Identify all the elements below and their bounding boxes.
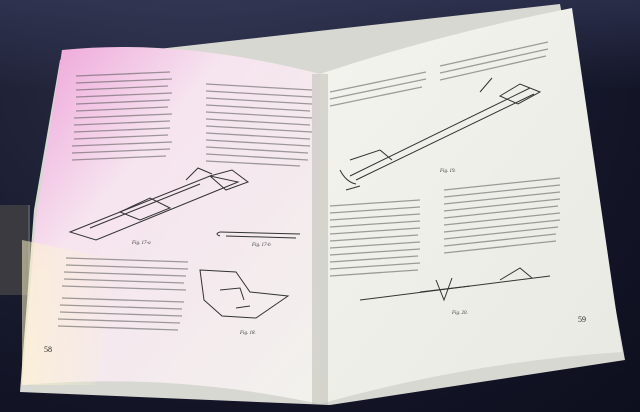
figure-20-caption: Fig. 20. [451, 311, 468, 316]
left-page-text-lower [57, 257, 189, 331]
figure-19-glider-flight-drawing [339, 77, 542, 191]
figure-17b-strip-drawing [216, 231, 301, 239]
right-page [320, 8, 622, 404]
figure-17a-glider-drawing [68, 167, 250, 241]
gutter-shadow [312, 74, 328, 404]
figure-17a-caption: Fig. 17-a [131, 241, 151, 246]
right-page-number: 59 [578, 315, 586, 324]
right-page-text-column-1 [329, 71, 427, 107]
figure-18-folded-wing-drawing [199, 269, 290, 319]
figure-18-caption: Fig. 18. [239, 331, 256, 336]
figure-20-profile-drawing [359, 267, 551, 302]
right-page-text-column-4 [443, 177, 561, 254]
left-page-text-column-2 [205, 83, 313, 167]
figure-19-caption: Fig. 19. [439, 169, 456, 174]
figure-17b-caption: Fig. 17-b [251, 243, 271, 248]
left-page-number: 58 [44, 345, 52, 354]
right-page-text-column-3 [329, 199, 421, 277]
right-page-text-column-2 [439, 41, 549, 81]
left-page-text-column-1 [71, 71, 173, 161]
